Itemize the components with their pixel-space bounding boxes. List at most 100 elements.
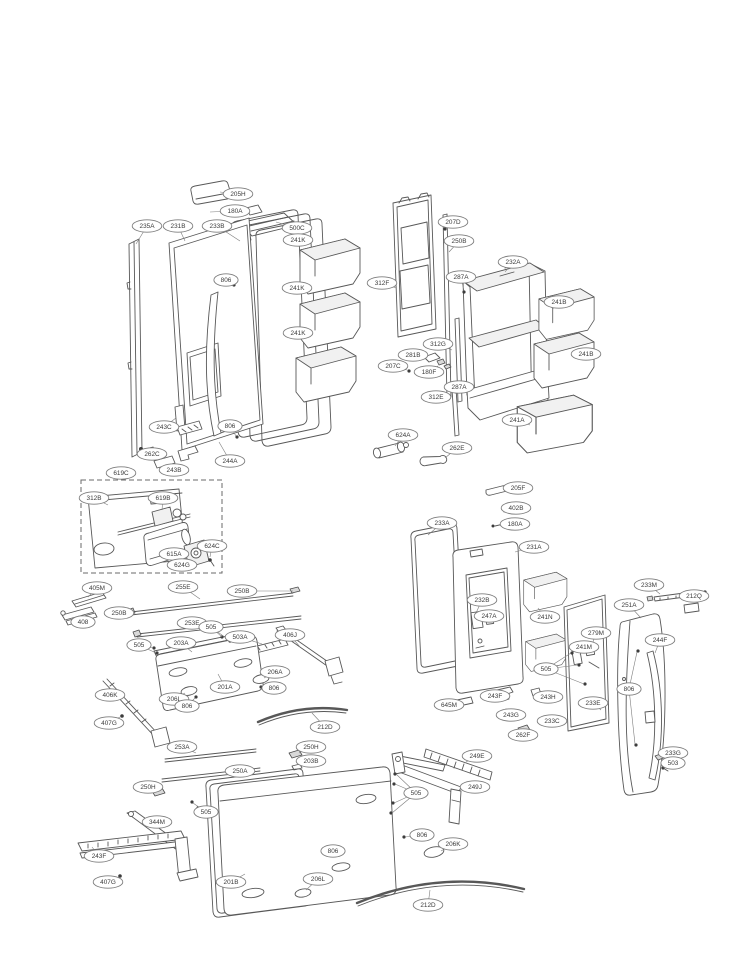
svg-text:262F: 262F bbox=[516, 732, 531, 739]
part-label-233b: 233B bbox=[201, 219, 241, 242]
svg-text:206L: 206L bbox=[167, 696, 182, 703]
part-label-406k: 406K bbox=[94, 688, 126, 702]
svg-text:241M: 241M bbox=[576, 644, 592, 651]
part-label-232b: 232B bbox=[466, 593, 498, 614]
part-label-249j: 249J bbox=[459, 780, 491, 794]
part-label-806: 806 bbox=[616, 651, 642, 745]
svg-text:249E: 249E bbox=[470, 753, 485, 760]
part-label-253a: 253A bbox=[166, 740, 198, 754]
svg-text:212Q: 212Q bbox=[686, 593, 702, 600]
svg-text:505: 505 bbox=[206, 624, 217, 631]
part-label-250b: 250B bbox=[226, 584, 293, 598]
svg-text:503: 503 bbox=[668, 760, 679, 767]
part-label-233c: 233C bbox=[536, 714, 568, 728]
part-label-206l: 206L bbox=[302, 872, 334, 891]
svg-text:250H: 250H bbox=[303, 744, 319, 751]
svg-text:244A: 244A bbox=[223, 458, 239, 465]
svg-text:201A: 201A bbox=[218, 684, 234, 691]
part-label-615a: 615A bbox=[158, 547, 190, 561]
part-label-624c: 624C bbox=[196, 539, 228, 558]
part-label-243b: 243B bbox=[158, 463, 190, 477]
part-label-505: 505 bbox=[126, 638, 157, 654]
svg-text:233M: 233M bbox=[641, 582, 657, 589]
svg-text:624C: 624C bbox=[204, 543, 220, 550]
part-label-201a: 201A bbox=[209, 673, 241, 694]
part-label-231a: 231A bbox=[514, 540, 550, 554]
svg-text:250B: 250B bbox=[452, 238, 467, 245]
part-label-250a: 250A bbox=[224, 764, 256, 778]
svg-text:206A: 206A bbox=[268, 669, 284, 676]
part-label-241k: 241K bbox=[282, 233, 314, 247]
left-door-assembly bbox=[126, 180, 361, 469]
svg-text:212D: 212D bbox=[317, 724, 333, 731]
part-label-212d: 212D bbox=[309, 712, 341, 734]
part-label-180f: 180F bbox=[413, 365, 445, 379]
part-label-505: 505 bbox=[391, 773, 429, 814]
bottom-right-rail-assembly bbox=[355, 748, 526, 907]
svg-text:241A: 241A bbox=[510, 417, 526, 424]
svg-text:253E: 253E bbox=[185, 620, 200, 627]
bottom-left-rail-assembly bbox=[77, 810, 199, 882]
svg-text:201B: 201B bbox=[224, 879, 239, 886]
svg-text:180A: 180A bbox=[508, 521, 524, 528]
svg-text:619B: 619B bbox=[156, 495, 171, 502]
part-label-241b: 241B bbox=[543, 295, 575, 309]
part-label-243f: 243F bbox=[479, 689, 511, 703]
dispenser-module-box bbox=[80, 479, 223, 574]
part-label-241k: 241K bbox=[281, 281, 313, 295]
part-label-250h: 250H bbox=[132, 780, 164, 794]
part-label-806: 806 bbox=[213, 273, 239, 287]
svg-text:243F: 243F bbox=[488, 693, 503, 700]
svg-text:250B: 250B bbox=[235, 588, 250, 595]
svg-text:806: 806 bbox=[225, 423, 236, 430]
svg-text:243B: 243B bbox=[167, 467, 182, 474]
svg-text:180F: 180F bbox=[422, 369, 437, 376]
svg-text:402B: 402B bbox=[509, 505, 524, 512]
svg-text:241K: 241K bbox=[291, 330, 307, 337]
svg-text:180A: 180A bbox=[228, 208, 244, 215]
svg-text:205F: 205F bbox=[511, 485, 526, 492]
svg-text:312B: 312B bbox=[87, 495, 102, 502]
svg-text:505: 505 bbox=[541, 666, 552, 673]
svg-text:206K: 206K bbox=[446, 841, 462, 848]
svg-text:505: 505 bbox=[411, 790, 422, 797]
part-label-241m: 241M bbox=[568, 640, 600, 656]
svg-text:624A: 624A bbox=[396, 432, 412, 439]
part-label-235a: 235A bbox=[131, 219, 163, 245]
part-label-241n: 241N bbox=[529, 607, 561, 624]
svg-text:233B: 233B bbox=[210, 223, 225, 230]
part-label-312f: 312F bbox=[366, 276, 398, 290]
part-label-287a: 287A bbox=[443, 380, 475, 394]
svg-text:249J: 249J bbox=[468, 784, 482, 791]
svg-text:344M: 344M bbox=[149, 819, 165, 826]
part-label-406j: 406J bbox=[274, 628, 306, 648]
svg-text:247A: 247A bbox=[482, 613, 498, 620]
part-label-619c: 619C bbox=[105, 466, 137, 480]
part-label-241a: 241A bbox=[501, 413, 533, 427]
bottom-door-assembly bbox=[205, 766, 397, 918]
svg-text:407G: 407G bbox=[100, 879, 116, 886]
svg-text:231A: 231A bbox=[527, 544, 543, 551]
part-label-262c: 262C bbox=[136, 447, 168, 461]
svg-text:233C: 233C bbox=[544, 718, 560, 725]
svg-text:806: 806 bbox=[269, 685, 280, 692]
part-label-645m: 645M bbox=[433, 698, 465, 712]
svg-text:619C: 619C bbox=[113, 470, 129, 477]
part-label-287a: 287A bbox=[445, 270, 477, 292]
svg-text:203B: 203B bbox=[304, 758, 319, 765]
part-label-312e: 312E bbox=[420, 390, 452, 404]
svg-text:241K: 241K bbox=[290, 285, 306, 292]
svg-text:243H: 243H bbox=[540, 694, 556, 701]
part-label-205h: 205H bbox=[219, 187, 254, 201]
svg-text:806: 806 bbox=[182, 703, 193, 710]
part-label-206a: 206A bbox=[259, 665, 291, 679]
svg-text:251A: 251A bbox=[622, 602, 638, 609]
svg-text:212D: 212D bbox=[420, 902, 436, 909]
svg-text:407G: 407G bbox=[101, 720, 117, 727]
svg-text:243C: 243C bbox=[156, 424, 172, 431]
svg-text:250B: 250B bbox=[112, 610, 127, 617]
svg-text:235A: 235A bbox=[140, 223, 156, 230]
part-label-232a: 232A bbox=[497, 255, 529, 273]
part-label-212q: 212Q bbox=[678, 589, 710, 603]
